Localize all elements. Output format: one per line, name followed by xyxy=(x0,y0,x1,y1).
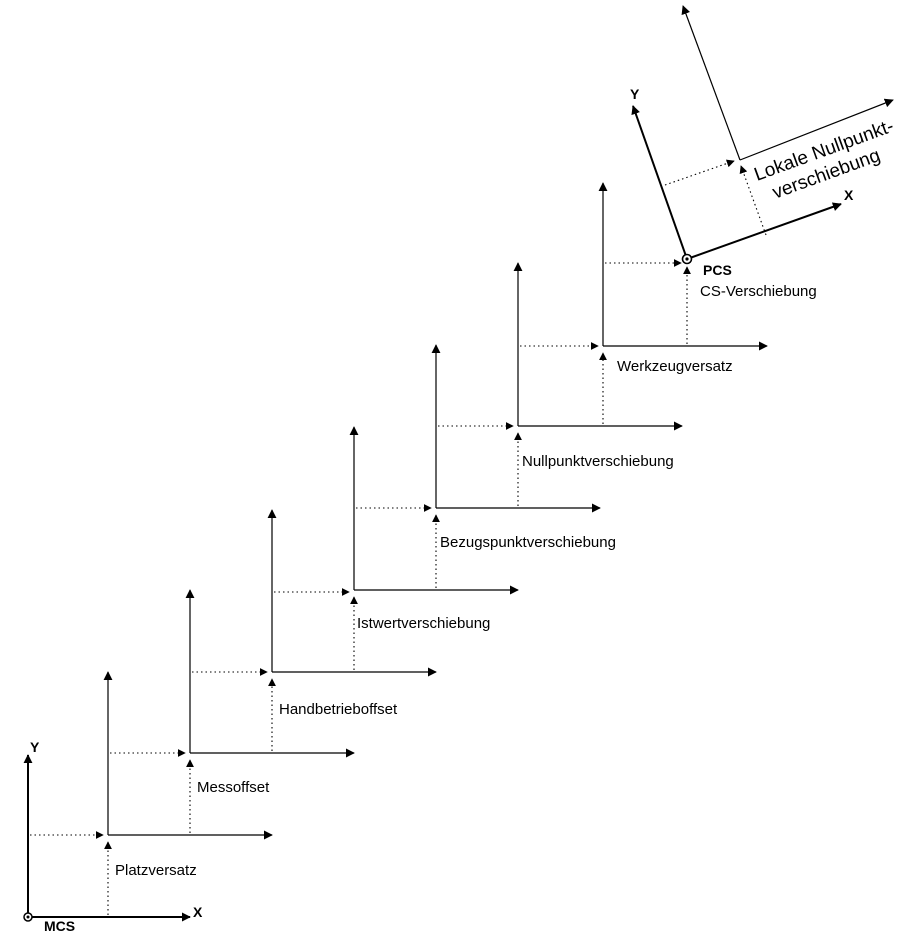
pcs-frame: Y X PCS CS-Verschiebung xyxy=(605,86,854,344)
mcs-frame: Y X MCS xyxy=(23,739,203,934)
mcs-label: MCS xyxy=(44,918,75,934)
stage-handbetrieboffset: Handbetrieboffset xyxy=(192,509,437,751)
stage-platzversatz: Platzversatz xyxy=(30,671,273,915)
mcs-y-label: Y xyxy=(30,739,40,755)
stage-istwertverschiebung: Istwertverschiebung xyxy=(274,426,519,670)
stage-label-platzversatz: Platzversatz xyxy=(115,862,197,879)
stage-label-cs-verschiebung: CS-Verschiebung xyxy=(700,283,817,300)
pcs-x-label: X xyxy=(844,187,854,203)
stage-label-nullpunktverschiebung: Nullpunktverschiebung xyxy=(522,453,674,470)
stage-nullpunktverschiebung: Nullpunktverschiebung xyxy=(438,262,683,506)
local-shift-frame: Lokale Nullpunkt- verschiebung xyxy=(664,5,897,236)
pcs-y-axis xyxy=(631,105,688,260)
stage-werkzeugversatz: Werkzeugversatz xyxy=(520,182,768,424)
pcs-label: PCS xyxy=(703,262,732,278)
stage-label-bezugspunktverschiebung: Bezugspunktverschiebung xyxy=(440,534,616,551)
stage-label-handbetrieboffset: Handbetrieboffset xyxy=(279,701,398,718)
stage-messoffset: Messoffset xyxy=(110,589,355,833)
mcs-x-label: X xyxy=(193,904,203,920)
pcs-y-label: Y xyxy=(630,86,640,102)
stage-label-werkzeugversatz: Werkzeugversatz xyxy=(617,358,733,375)
stage-bezugspunktverschiebung: Bezugspunktverschiebung xyxy=(356,344,616,588)
stage-label-istwertverschiebung: Istwertverschiebung xyxy=(357,615,490,632)
stage-label-messoffset: Messoffset xyxy=(197,779,270,796)
pcs-x-axis xyxy=(686,202,842,260)
